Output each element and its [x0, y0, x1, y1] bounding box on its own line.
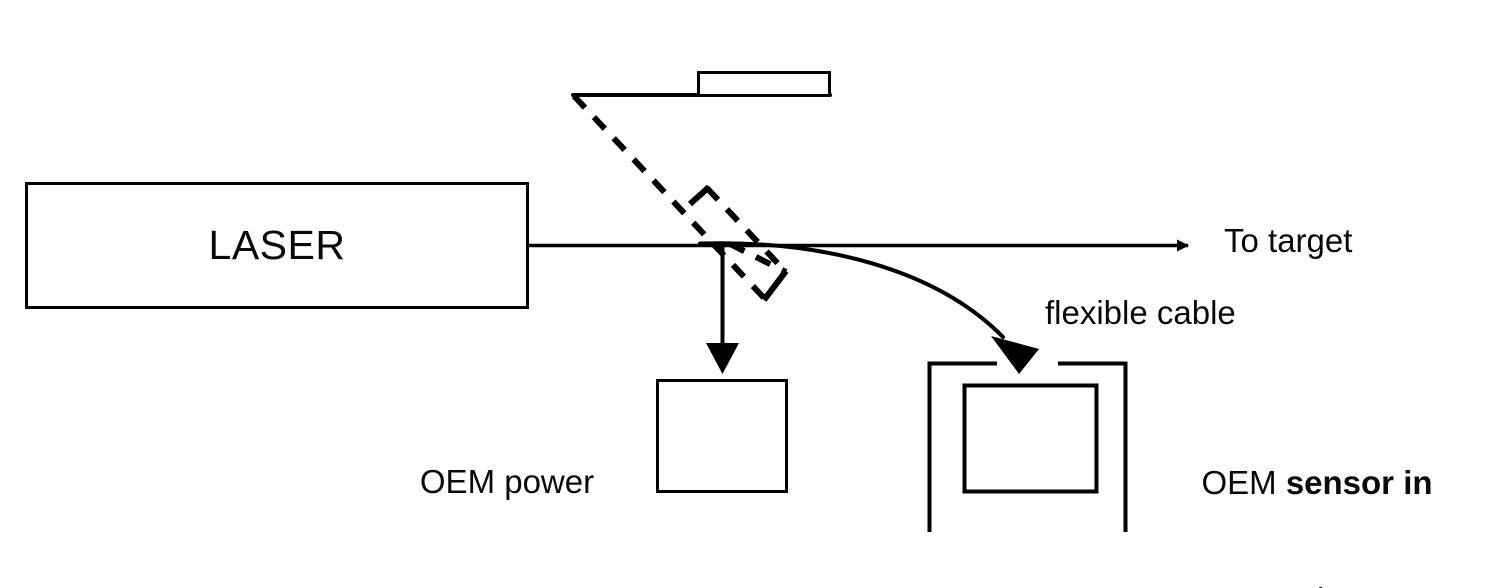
beamsplitter-mount-block: [697, 71, 831, 97]
measuring-port-bracket: [927, 361, 1128, 532]
sampler-plate-lower-diagonal: [728, 241, 788, 275]
flexible-cable-label: flexible cable: [1045, 294, 1236, 331]
flexible-cable-curve: [698, 241, 1005, 339]
laser-box: [25, 182, 529, 309]
flexible-cable-arrowhead: [991, 336, 1039, 374]
sensor-port-label-line2: measuring port: [1152, 581, 1482, 588]
power-meter-label-line2: meter: [378, 580, 636, 588]
sensor-port-label-prefix: OEM: [1201, 463, 1286, 501]
sampler-plate-bottom-edge: [761, 269, 789, 302]
power-meter-box: [656, 379, 788, 493]
sampler-plate-top-edge: [687, 184, 712, 207]
sampler-plate-back-edge: [704, 185, 787, 273]
laser-label: LASER: [208, 222, 346, 269]
sampler-plate-front-edge: [571, 93, 768, 302]
to-target-label: To target: [1224, 222, 1353, 259]
sensor-port-label: OEM sensor in measuring port: [1152, 386, 1482, 588]
sensor-port-label-line1: OEM sensor in: [1152, 464, 1482, 503]
sensor-port-label-emphasis: sensor in: [1285, 463, 1433, 501]
sampled-beam-arrowhead: [706, 343, 739, 374]
power-meter-label-line1: OEM power: [419, 462, 595, 500]
oem-sensor-box: [962, 383, 1099, 494]
power-meter-label: OEM power meter: [378, 385, 636, 588]
